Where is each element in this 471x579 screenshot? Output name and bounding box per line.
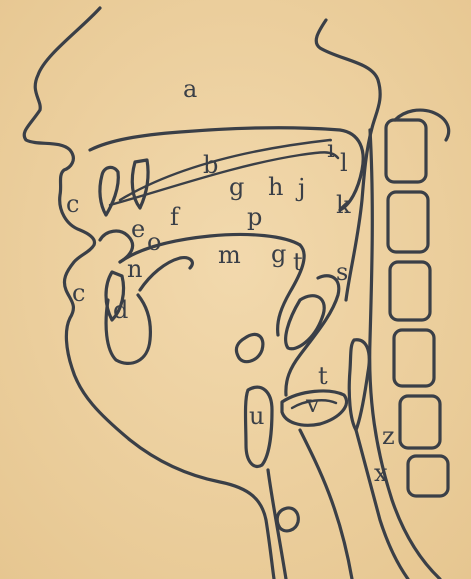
label-g-upper: g — [229, 173, 244, 201]
label-p: p — [247, 203, 262, 231]
label-c-lower: c — [72, 279, 85, 307]
label-m: m — [218, 241, 241, 269]
label-z: z — [382, 422, 395, 450]
label-v: v — [305, 390, 320, 418]
label-h: h — [268, 173, 283, 201]
label-t-lower: t — [318, 362, 328, 390]
label-b: b — [203, 151, 218, 179]
label-d: d — [113, 296, 128, 324]
label-c-upper: c — [66, 190, 79, 218]
label-k: k — [336, 191, 351, 219]
label-t-upper: t — [293, 248, 303, 276]
label-l: l — [340, 149, 348, 177]
label-u: u — [249, 402, 264, 430]
label-g-lower: g — [271, 240, 286, 268]
label-e: e — [131, 215, 145, 243]
label-n: n — [127, 255, 142, 283]
label-s: s — [336, 258, 348, 286]
label-x: x — [374, 459, 388, 487]
label-i: i — [327, 135, 335, 163]
label-a: a — [183, 75, 197, 103]
label-o: o — [147, 228, 161, 256]
